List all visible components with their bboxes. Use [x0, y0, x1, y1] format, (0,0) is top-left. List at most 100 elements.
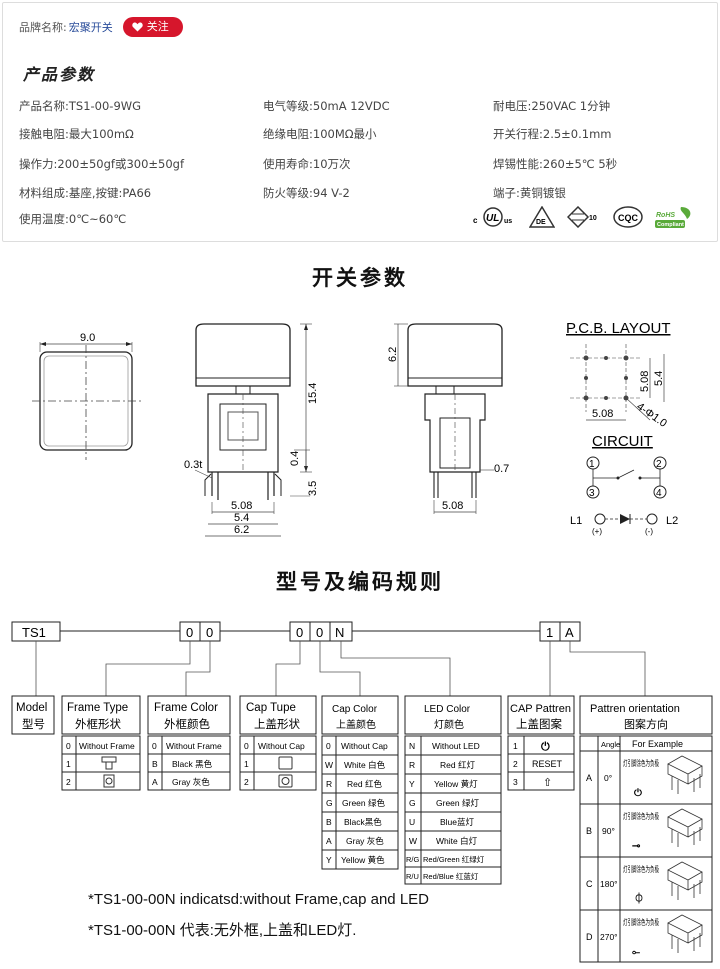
circuit-plus: (+) — [592, 527, 602, 536]
rohs-cert-logo: RoHS Compliant — [655, 206, 695, 228]
frame-type-table: Frame Type 外框形状 0 Without Frame 1 2 — [61, 695, 141, 791]
cap-color-en: Cap Color — [332, 704, 378, 715]
orientation-head-example: For Example — [632, 739, 683, 749]
orientation-row-d-code: D — [586, 932, 593, 942]
orientation-row-d-angle: 270° — [600, 932, 618, 942]
pin-note-d: 灯引脚涂色为负极 — [623, 917, 659, 927]
frame-color-row-0-code: 0 — [152, 741, 157, 751]
brand-name-link[interactable]: 宏聚开关 — [68, 21, 113, 34]
led-color-row-7-code: R/U — [406, 872, 419, 881]
square-cap-icon — [278, 756, 293, 770]
orientation-cn: 图案方向 — [624, 717, 668, 731]
cap-color-row-0-label: Without Cap — [341, 741, 388, 751]
code-box-cap-pattern: 1 — [546, 625, 553, 640]
frame-color-row-2-label: Gray 灰色 — [172, 777, 210, 787]
frame-type-row-2-code: 2 — [66, 777, 71, 787]
led-color-row-1-label: Red 红灯 — [440, 760, 475, 770]
svg-text:RoHS: RoHS — [656, 212, 675, 219]
frame-type-en: Frame Type — [67, 702, 128, 714]
cap-color-row-4-code: B — [326, 817, 332, 827]
code-box-orientation: A — [565, 625, 574, 640]
svg-text:⏀: ⏀ — [634, 892, 644, 905]
cap-type-row-0-code: 0 — [244, 741, 249, 751]
cap-color-row-2-label: Red 红色 — [347, 779, 382, 789]
frame-type-row-0-label: Without Frame — [79, 741, 135, 751]
led-color-row-0-code: N — [409, 741, 415, 751]
led-color-row-3-code: G — [409, 798, 416, 808]
model-cn: 型号 — [22, 717, 45, 731]
led-color-row-4-label: Blue蓝灯 — [440, 817, 475, 827]
orientation-example-c: 灯引脚涂色为负极 ⏀ — [623, 861, 703, 905]
cap-color-row-6-label: Yellow 黄色 — [341, 855, 385, 865]
pcb-hole-spec: 4-Φ1.0 — [634, 401, 669, 430]
pcb-dim-5.08-v: 5.08 — [639, 371, 651, 392]
cap-pattern-table: CAP Pattren 上盖图案 1 ⏻ 2 RESET 3 ⇧ — [507, 695, 575, 791]
code-box-frame-type: 0 — [186, 625, 193, 640]
dim-cap-height: 6.2 — [387, 347, 399, 362]
param-terminal: 端子:黄铜镀银 — [493, 186, 566, 200]
dimension-drawings: 9.0 15.4 0.4 3.5 0.3t 5.08 5.4 6.2 — [32, 320, 678, 537]
side-view-drawing: 6.2 0.7 5.08 — [387, 323, 509, 514]
cap-color-row-6-code: Y — [326, 855, 332, 865]
code-boxes: TS1 0 0 0 0 N 1 A — [11, 621, 581, 642]
led-color-row-2-code: Y — [409, 779, 415, 789]
cap-color-row-5-label: Gray 灰色 — [346, 836, 384, 846]
cap-type-row-2-code: 2 — [244, 777, 249, 787]
param-travel: 开关行程:2.5±0.1mm — [493, 127, 612, 141]
svg-text:us: us — [504, 218, 512, 225]
code-box-led-color: N — [335, 625, 344, 640]
orientation-table: Pattren orientation 图案方向 Angle For Examp… — [579, 695, 713, 963]
code-rules-title: 型号及编码规则 — [276, 570, 444, 594]
model-table: Model 型号 — [11, 695, 55, 735]
dim-0.7: 0.7 — [494, 463, 509, 475]
cap-color-row-3-code: G — [326, 798, 333, 808]
pcb-dim-5.08-h: 5.08 — [592, 408, 613, 420]
de-cert-logo: DE — [529, 206, 555, 228]
arrow-up-icon: ⇧ — [543, 777, 552, 789]
dim-3.5: 3.5 — [307, 481, 319, 496]
cap-color-row-1-label: White 白色 — [344, 760, 386, 770]
orientation-row-b-angle: 90° — [602, 826, 615, 836]
led-color-row-2-label: Yellow 黄灯 — [434, 779, 478, 789]
cqc-cert-logo: CQC — [613, 206, 643, 228]
svg-text:⟜: ⟜ — [632, 947, 640, 958]
cap-color-row-0-code: 0 — [326, 741, 331, 751]
led-color-row-6-code: R/G — [406, 855, 420, 864]
cap-color-row-2-code: R — [326, 779, 332, 789]
led-color-row-3-label: Green 绿灯 — [436, 798, 479, 808]
led-color-row-0-label: Without LED — [432, 741, 480, 751]
code-box-cap-type: 0 — [296, 625, 303, 640]
follow-label: 关注 — [146, 20, 169, 33]
led-color-row-4-code: U — [409, 817, 415, 827]
note-cn: *TS1-00-00N 代表:无外框,上盖和LED灯. — [88, 922, 357, 939]
orientation-row-b-code: B — [586, 826, 592, 836]
led-color-en: LED Color — [424, 704, 471, 715]
dim-5.08: 5.08 — [231, 500, 252, 512]
model-en: Model — [16, 702, 47, 714]
circuit-drawing: CIRCUIT 1 2 3 4 L1 L2 (+) (-) — [570, 433, 678, 536]
led-color-row-1-code: R — [409, 760, 415, 770]
param-contact-resistance: 接触电阻:最大100mΩ — [19, 127, 134, 141]
svg-text:DE: DE — [536, 219, 546, 226]
svg-text:Compliant: Compliant — [657, 222, 684, 228]
top-view-drawing: 9.0 — [32, 332, 142, 460]
power-symbol-icon: ⏻ — [541, 740, 550, 753]
code-box-cap-color: 0 — [316, 625, 323, 640]
orientation-head-angle: Angle — [601, 740, 620, 749]
circuit-pin-2: 2 — [656, 459, 662, 470]
circuit-pin-3: 3 — [589, 488, 595, 499]
led-color-row-5-label: White 白灯 — [436, 836, 478, 846]
follow-button[interactable]: 关注 — [122, 17, 183, 37]
pin-note-b: 灯引脚涂色为负极 — [623, 811, 659, 821]
circuit-l1: L1 — [570, 515, 582, 527]
param-solderability: 焊锡性能:260±5℃ 5秒 — [493, 157, 618, 171]
led-color-cn: 灯颜色 — [434, 718, 464, 731]
pin-note-a: 灯引脚涂色为负极 — [623, 758, 659, 768]
orientation-row-a-angle: 0° — [604, 773, 612, 783]
cap-type-cn: 上盖形状 — [254, 717, 300, 731]
param-product-name: 产品名称:TS1-00-9WG — [19, 99, 142, 113]
cap-pattern-row-1-code: 2 — [513, 759, 518, 769]
circuit-pin-1: 1 — [589, 459, 595, 470]
round-cap-icon — [278, 774, 293, 788]
